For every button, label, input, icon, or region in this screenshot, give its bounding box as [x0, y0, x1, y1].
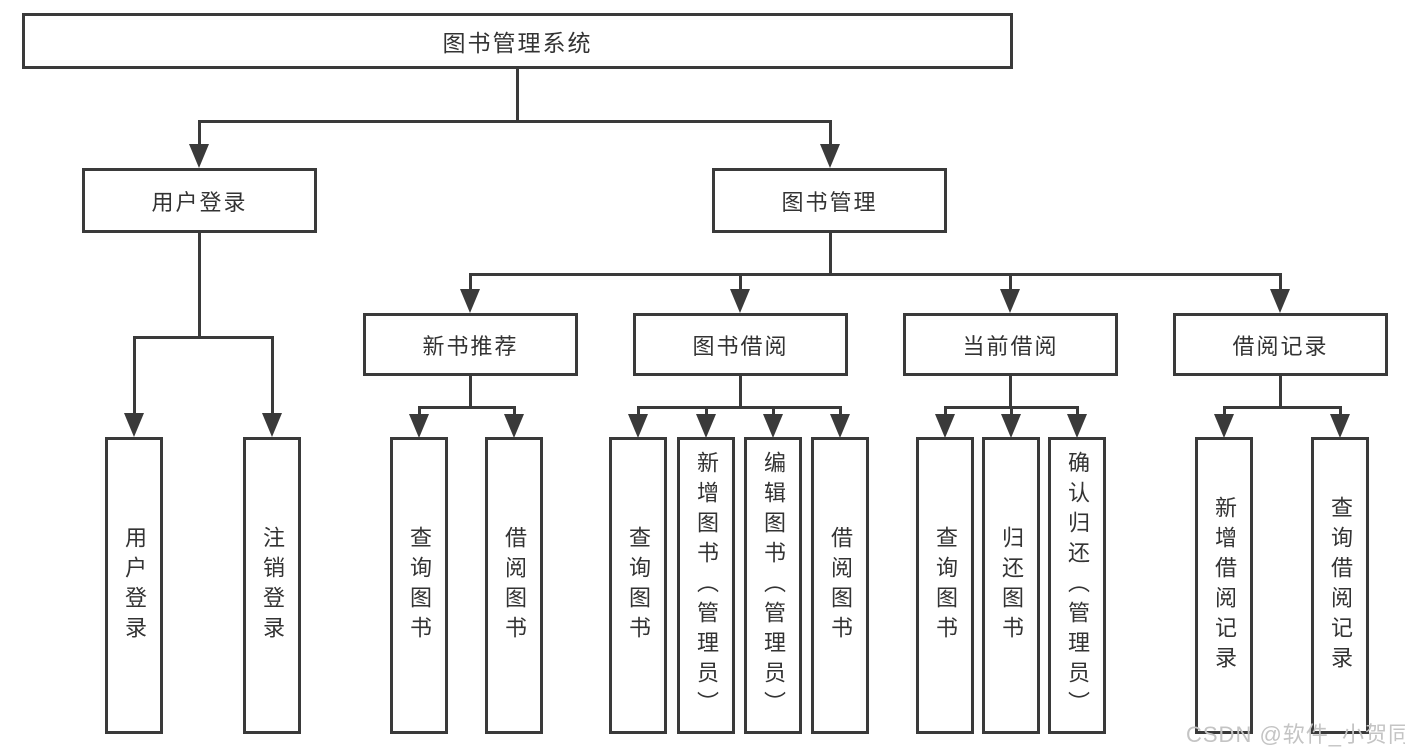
leaf-label: 借阅图书 [502, 525, 527, 646]
leaf-label: 注销登录 [260, 525, 285, 646]
arrow-down-icon [1330, 414, 1350, 438]
leaf-label: 归还图书 [999, 525, 1024, 646]
leaf-edit-books-admin: 编辑图书（管理员） [744, 437, 802, 734]
connector-line [637, 406, 640, 416]
leaf-label: 新增借阅记录 [1212, 495, 1237, 676]
node-label: 图书管理系统 [442, 30, 593, 56]
arrow-down-icon [1067, 414, 1087, 438]
connector-line [198, 233, 201, 336]
arrow-down-icon [1214, 414, 1234, 438]
leaf-confirm-return-admin: 确认归还（管理员） [1048, 437, 1106, 734]
connector-line [271, 336, 274, 413]
arrow-down-icon [1001, 414, 1021, 438]
node-book-borrowing: 图书借阅 [633, 313, 848, 376]
leaf-label: 查询图书 [407, 525, 432, 646]
node-label: 图书管理 [781, 189, 878, 215]
leaf-label: 新增图书（管理员） [694, 450, 719, 721]
leaf-label: 借阅图书 [828, 525, 853, 646]
connector-line [133, 336, 274, 339]
leaf-query-books-current: 查询图书 [916, 437, 974, 734]
leaf-label: 查询图书 [933, 525, 958, 646]
connector-line [1279, 273, 1282, 289]
connector-line [1009, 273, 1012, 289]
node-user-login: 用户登录 [82, 168, 317, 233]
connector-line [1223, 406, 1341, 409]
connector-line [469, 273, 472, 289]
leaf-label: 查询图书 [626, 525, 651, 646]
node-current-borrowing: 当前借阅 [903, 313, 1118, 376]
node-book-management: 图书管理 [712, 168, 947, 233]
arrow-down-icon [1270, 289, 1290, 313]
connector-line [637, 406, 841, 409]
leaf-borrow-books-recommend: 借阅图书 [485, 437, 543, 734]
connector-line [839, 406, 842, 416]
connector-line [418, 406, 516, 409]
arrow-down-icon [830, 414, 850, 438]
connector-line [829, 120, 832, 148]
node-borrowing-records: 借阅记录 [1173, 313, 1388, 376]
connector-line [418, 406, 421, 416]
leaf-label: 确认归还（管理员） [1065, 450, 1090, 721]
connector-line [1339, 406, 1342, 416]
arrow-down-icon [189, 144, 209, 168]
connector-line [1279, 376, 1282, 407]
node-label: 图书借阅 [692, 333, 789, 359]
connector-line [944, 406, 947, 416]
connector-line [739, 376, 742, 407]
connector-line [1076, 406, 1079, 416]
arrow-down-icon [820, 144, 840, 168]
arrow-down-icon [460, 289, 480, 313]
connector-line [1009, 376, 1012, 407]
leaf-label: 用户登录 [122, 525, 147, 646]
leaf-return-books: 归还图书 [982, 437, 1040, 734]
leaf-add-borrow-record: 新增借阅记录 [1195, 437, 1253, 734]
leaf-add-books-admin: 新增图书（管理员） [677, 437, 735, 734]
connector-line [513, 406, 516, 416]
connector-line [198, 120, 201, 148]
connector-line [829, 233, 832, 275]
connector-line [469, 273, 1282, 276]
node-label: 借阅记录 [1232, 333, 1329, 359]
arrow-down-icon [763, 414, 783, 438]
arrow-down-icon [124, 413, 144, 437]
connector-line [133, 336, 136, 413]
node-new-book-recommendation: 新书推荐 [363, 313, 578, 376]
connector-line [739, 273, 742, 289]
arrow-down-icon [504, 414, 524, 438]
arrow-down-icon [1000, 289, 1020, 313]
leaf-query-books-recommend: 查询图书 [390, 437, 448, 734]
connector-line [772, 406, 775, 416]
leaf-query-books-borrowing: 查询图书 [609, 437, 667, 734]
connector-line [1010, 406, 1013, 416]
leaf-user-login: 用户登录 [105, 437, 163, 734]
arrow-down-icon [262, 413, 282, 437]
leaf-query-borrow-record: 查询借阅记录 [1311, 437, 1369, 734]
arrow-down-icon [409, 414, 429, 438]
csdn-watermark: CSDN @软件_小贺同学 [1186, 722, 1405, 747]
node-label: 新书推荐 [422, 333, 519, 359]
arrow-down-icon [935, 414, 955, 438]
node-label: 当前借阅 [962, 333, 1059, 359]
connector-line [198, 120, 832, 123]
leaf-label: 查询借阅记录 [1328, 495, 1353, 676]
leaf-logout: 注销登录 [243, 437, 301, 734]
leaf-label: 编辑图书（管理员） [761, 450, 786, 721]
arrow-down-icon [628, 414, 648, 438]
arrow-down-icon [696, 414, 716, 438]
connector-line [516, 69, 519, 120]
connector-line [1223, 406, 1226, 416]
node-label: 用户登录 [151, 189, 248, 215]
connector-line [705, 406, 708, 416]
arrow-down-icon [730, 289, 750, 313]
leaf-borrow-books: 借阅图书 [811, 437, 869, 734]
connector-line [469, 376, 472, 407]
node-library-management-system: 图书管理系统 [22, 13, 1013, 69]
